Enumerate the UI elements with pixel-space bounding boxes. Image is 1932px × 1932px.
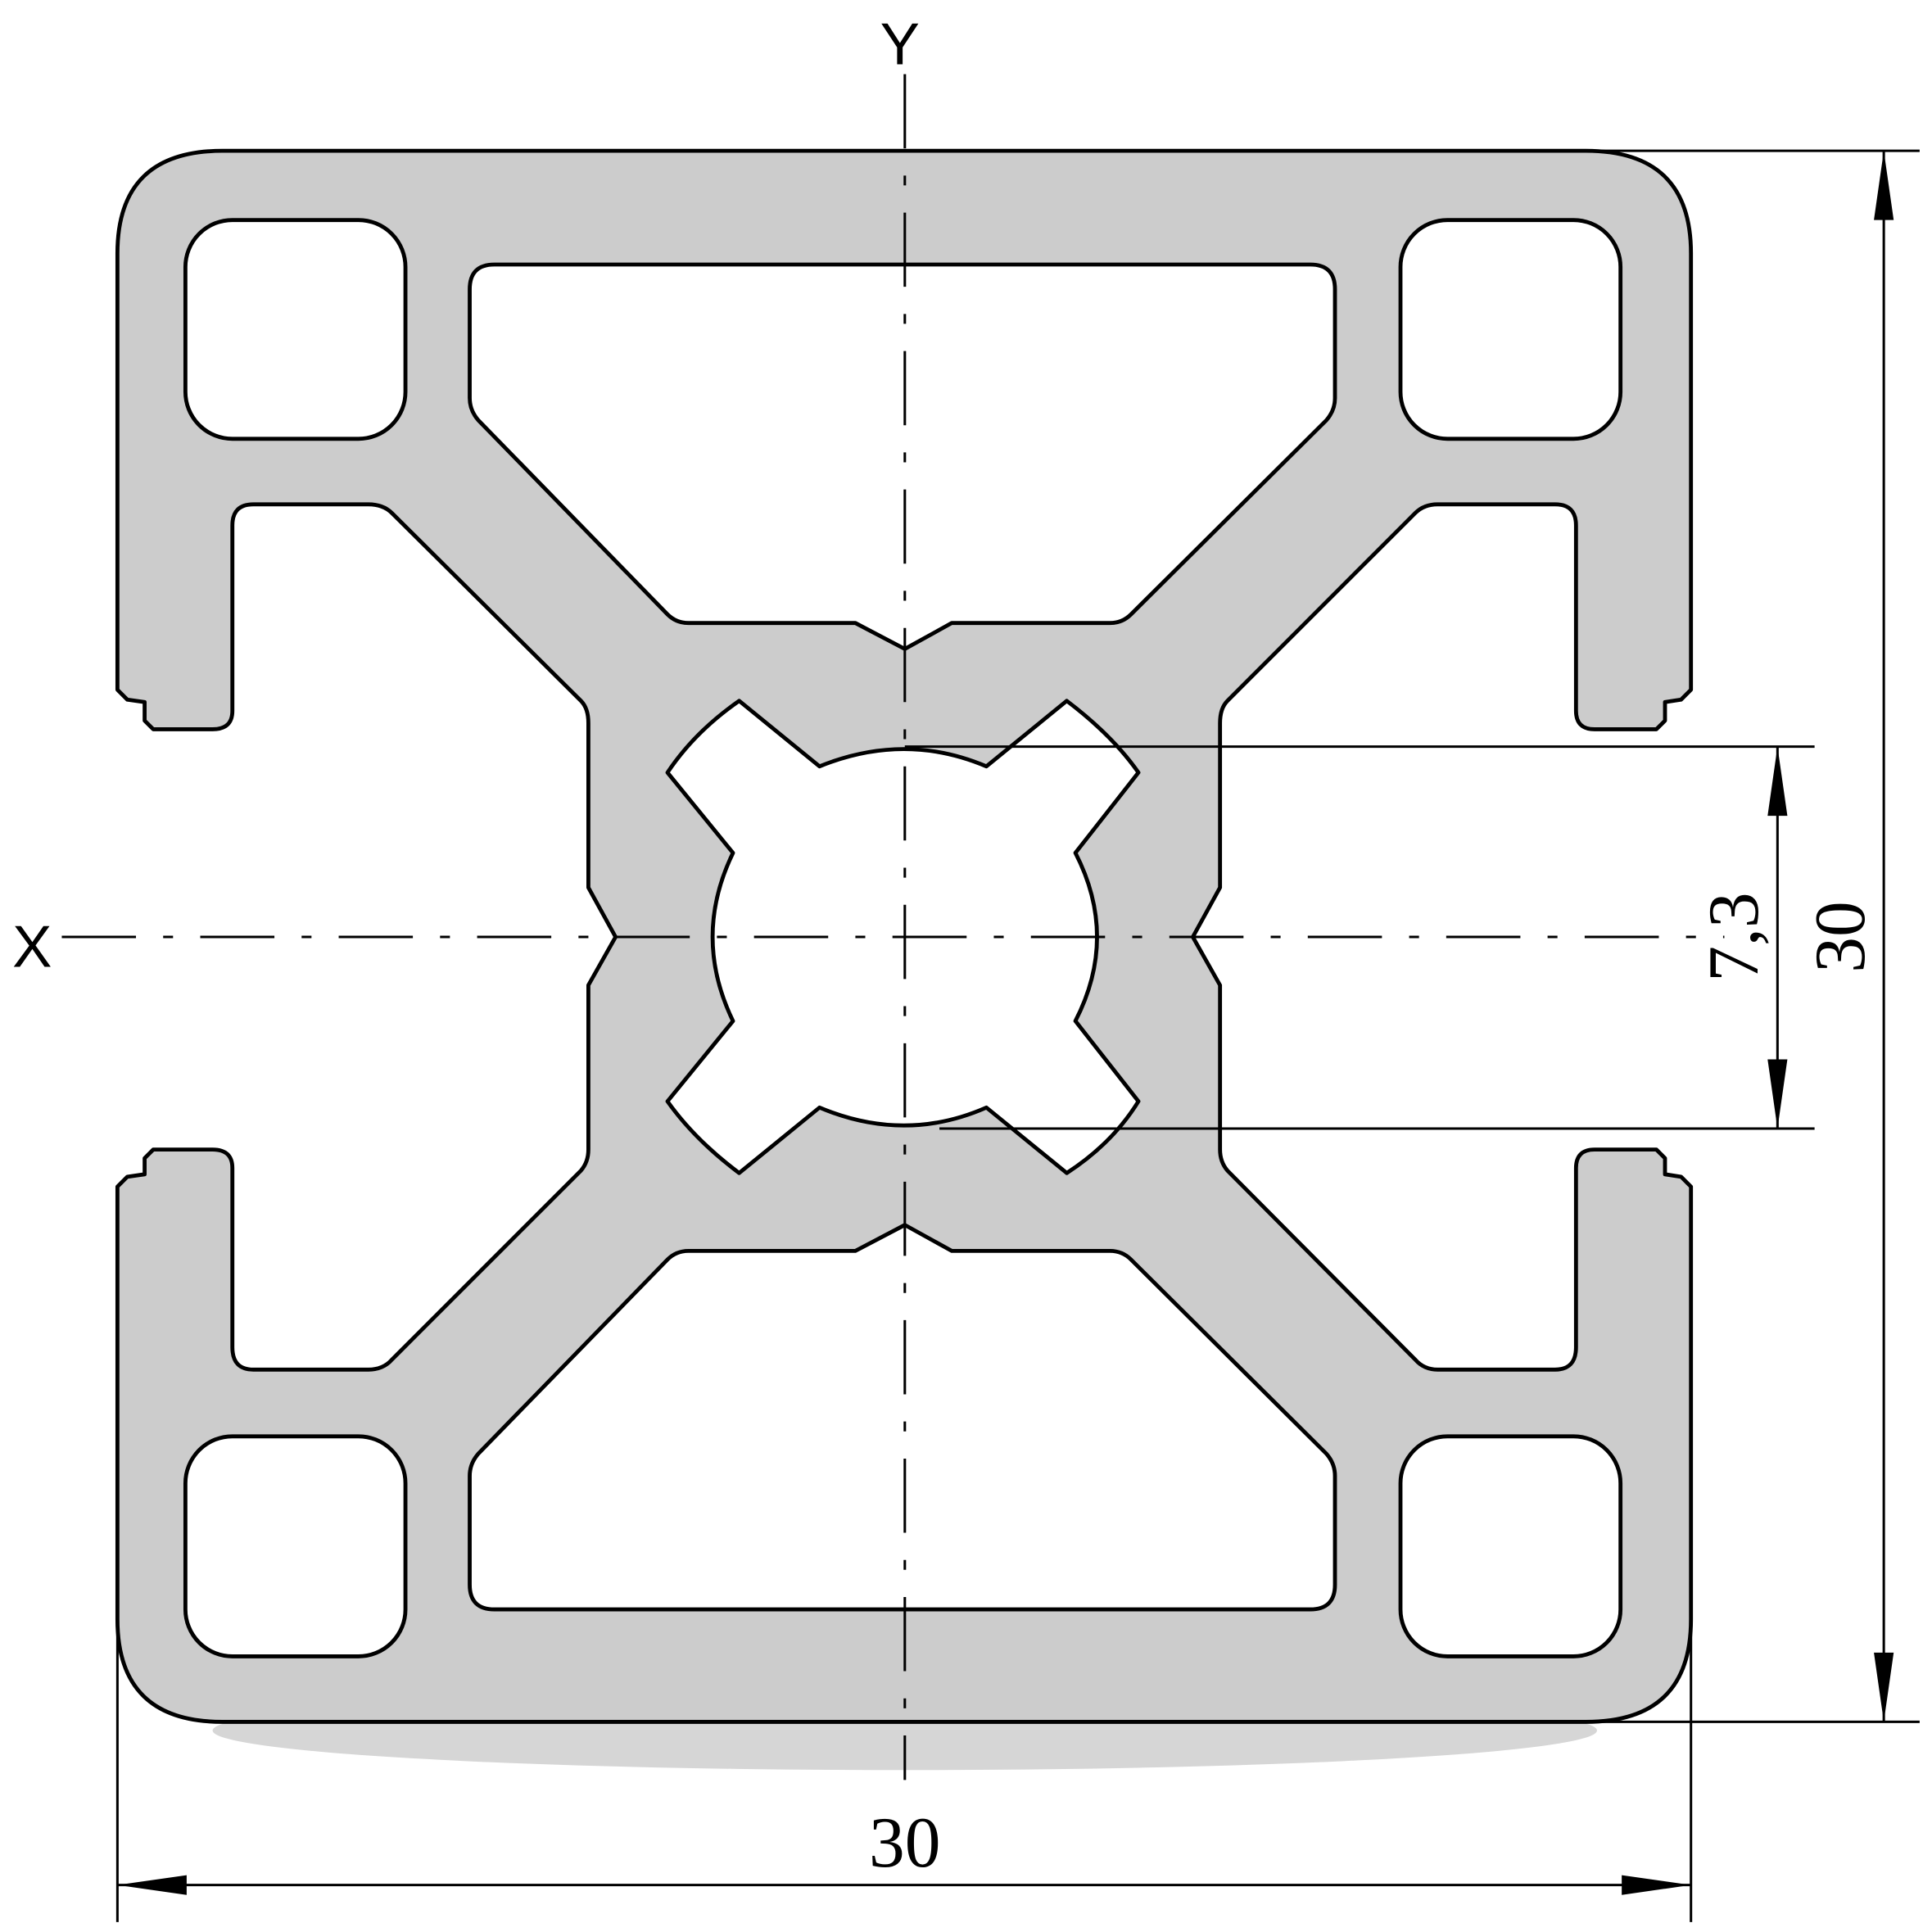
corner-cavity-bottom-left bbox=[183, 1434, 408, 1658]
cavity-top bbox=[468, 262, 1337, 651]
cavity-bottom bbox=[468, 1223, 1337, 1612]
arrow-up-icon bbox=[1874, 151, 1894, 220]
arrow-up-icon bbox=[1767, 746, 1788, 817]
corner-cavity-top-left bbox=[183, 218, 408, 441]
arrow-right-icon bbox=[1622, 1875, 1691, 1895]
height-dimension-value: 30 bbox=[1800, 901, 1880, 973]
arrow-down-icon bbox=[1874, 1652, 1894, 1722]
corner-cavity-bottom-right bbox=[1398, 1434, 1623, 1658]
width-dimension-value: 30 bbox=[869, 1803, 941, 1882]
y-axis-label: Y bbox=[880, 11, 920, 77]
corner-cavity-top-right bbox=[1398, 218, 1623, 441]
arrow-left-icon bbox=[117, 1875, 187, 1895]
core-dimension-value: 7,3 bbox=[1694, 892, 1773, 981]
x-axis-label: X bbox=[12, 913, 52, 980]
arrow-down-icon bbox=[1767, 1059, 1788, 1129]
